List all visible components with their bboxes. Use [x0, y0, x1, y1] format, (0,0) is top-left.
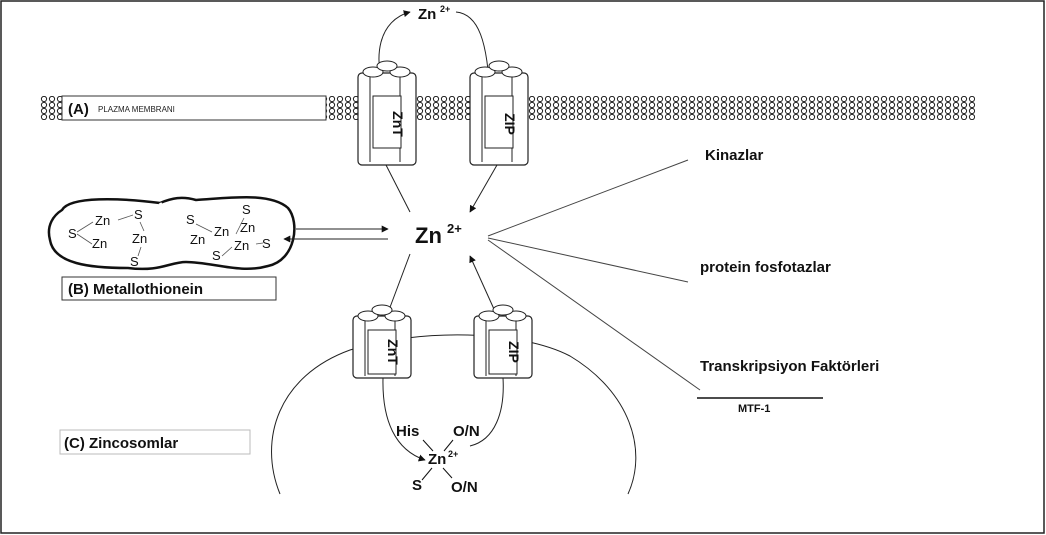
extracellular-zinc-ion: Zn 2+ — [418, 4, 450, 23]
target-kinases: Kinazlar — [705, 147, 764, 164]
mt-atom-13: S — [212, 248, 221, 263]
mt-atom-1: S — [134, 207, 143, 222]
zip-label-plasma: ZIP — [502, 113, 518, 135]
zincosome-label-box: (C) Zincosomlar — [60, 430, 250, 454]
zinc-ion-top-charge: 2+ — [440, 4, 450, 14]
mt-atom-7: S — [242, 202, 251, 217]
ligand-on-top: O/N — [453, 423, 480, 440]
zincosome-vesicle — [272, 335, 636, 494]
znt-label-zincosome: ZnT — [385, 339, 401, 365]
ligand-on-bottom: O/N — [451, 479, 478, 496]
znt-into-zincosome-arrow — [383, 378, 425, 460]
mt-atom-0: Zn — [95, 213, 110, 228]
zincosome-zinc-charge: 2+ — [448, 449, 458, 459]
metallothionein-molecule: Zn S S Zn Zn S S S Zn Zn Zn Zn S S — [49, 197, 294, 269]
mt-atom-11: Zn — [234, 238, 249, 253]
cytosolic-zinc-ion: Zn 2+ — [415, 221, 462, 248]
zincosome-zinc: Zn — [428, 451, 446, 468]
mt-atom-4: Zn — [132, 231, 147, 246]
line-to-phosphatases — [488, 238, 688, 282]
membrane-label-box: (A) PLAZMA MEMBRANI — [62, 96, 326, 120]
ligand-s: S — [412, 477, 422, 494]
mt-atom-2: S — [68, 226, 77, 241]
target-mtf1: MTF-1 — [738, 403, 770, 415]
zip-to-zinc-arrow — [470, 165, 497, 212]
zip-transporter-plasma: ZIP — [470, 61, 528, 165]
zinc-coordination-complex: His O/N Zn 2+ S O/N — [396, 423, 480, 496]
zincosome-label: (C) Zincosomlar — [64, 435, 178, 452]
membrane-label-prefix: (A) — [68, 101, 89, 118]
target-transcription-factors: Transkripsiyon Faktörleri — [700, 358, 879, 375]
metallothionein-label: (B) Metallothionein — [68, 281, 203, 298]
zip-transporter-zincosome: ZIP — [474, 305, 532, 378]
line-to-kinases — [488, 160, 688, 236]
zinc-ion-top: Zn — [418, 6, 436, 23]
mt-atom-3: Zn — [92, 236, 107, 251]
znt-transporter-plasma: ZnT — [358, 61, 416, 165]
znt-transporter-zincosome: ZnT — [353, 305, 411, 378]
mt-atom-8: Zn — [214, 224, 229, 239]
membrane-label-text: PLAZMA MEMBRANI — [98, 105, 175, 114]
zinc-ion-center-charge: 2+ — [447, 221, 462, 236]
metallothionein-label-box: (B) Metallothionein — [62, 277, 276, 300]
zip-label-zincosome: ZIP — [506, 341, 522, 363]
zinc-ion-center: Zn — [415, 223, 442, 248]
mt-atom-10: Zn — [190, 232, 205, 247]
ligand-his: His — [396, 423, 419, 440]
mt-atom-6: S — [186, 212, 195, 227]
target-phosphatases: protein fosfotazlar — [700, 259, 831, 276]
znt-label-plasma: ZnT — [390, 111, 406, 137]
znt-to-zinc-line — [386, 165, 410, 212]
mt-atom-5: S — [130, 254, 139, 269]
mt-atom-12: S — [262, 236, 271, 251]
